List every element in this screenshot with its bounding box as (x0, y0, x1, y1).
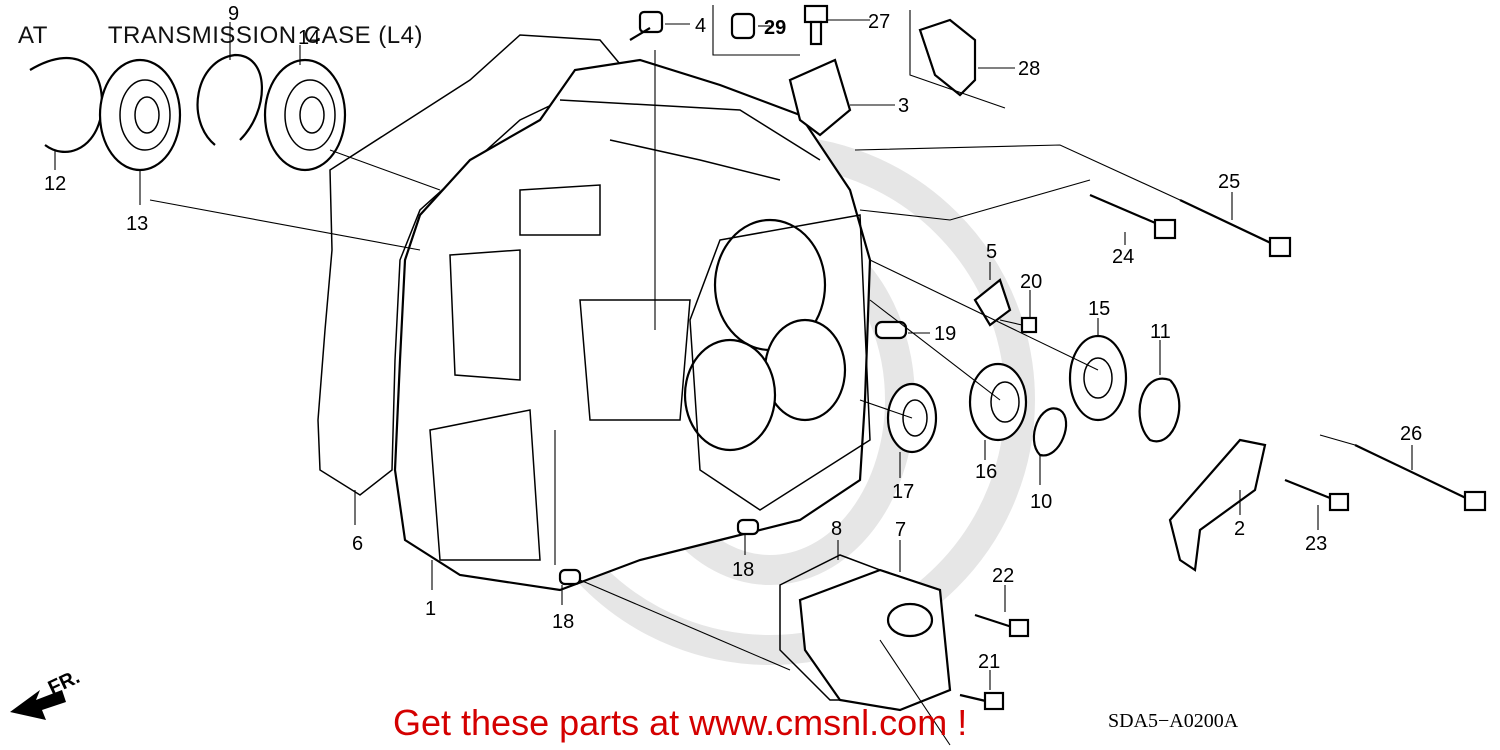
callout-26: 26 (1400, 423, 1422, 445)
callout-3: 3 (898, 95, 909, 117)
callout-23: 23 (1305, 533, 1327, 555)
bearing-15 (1068, 334, 1128, 422)
dowel-18b (736, 518, 760, 536)
callout-21: 21 (978, 651, 1000, 673)
transmission-case (393, 58, 872, 592)
bolt-20 (999, 316, 1038, 334)
gasket-outline (317, 34, 627, 496)
dowel-19 (874, 320, 908, 340)
breather-4 (629, 10, 664, 41)
callout-7: 7 (895, 519, 906, 541)
callout-8: 8 (831, 518, 842, 540)
callout-11: 11 (1150, 321, 1171, 343)
callout-22: 22 (992, 565, 1014, 587)
bearing-13 (98, 58, 182, 172)
callout-6: 6 (352, 533, 363, 555)
callout-14: 14 (298, 27, 320, 49)
diagram-header: AT TRANSMISSION CASE (L4) (18, 22, 423, 50)
bolt-26 (1354, 444, 1487, 512)
callout-labels: 1 2 3 4 5 6 7 8 9 10 11 12 13 14 15 16 1… (44, 3, 1422, 673)
promo-banner: Get these parts at www.cmsnl.com ! (393, 702, 968, 743)
callout-18b: 18 (552, 611, 574, 633)
diagram-code: SDA5−A0200A (1108, 710, 1239, 732)
header-title: TRANSMISSION CASE (L4) (107, 22, 423, 49)
bolt-22 (974, 613, 1030, 638)
callout-29: 29 (764, 17, 786, 39)
leader-lines (54, 5, 1413, 746)
callout-10: 10 (1030, 491, 1052, 513)
callout-1: 1 (425, 598, 436, 620)
bracket-3 (788, 58, 852, 137)
ring-10 (1032, 407, 1068, 457)
bracket-5 (973, 278, 1012, 327)
bracket-28 (918, 18, 977, 97)
bearing-14 (263, 58, 347, 172)
cover-7 (798, 568, 952, 712)
bolt-24 (1089, 193, 1177, 240)
callout-12: 12 (44, 173, 66, 195)
callout-20: 20 (1020, 271, 1042, 293)
bolt-21 (959, 691, 1005, 711)
callout-16: 16 (975, 461, 997, 483)
callout-28: 28 (1018, 58, 1040, 80)
dowel-18a (558, 568, 582, 586)
ring-12 (29, 57, 103, 153)
callout-24: 24 (1112, 246, 1134, 268)
callout-25: 25 (1218, 171, 1240, 193)
bolt-23 (1284, 478, 1350, 512)
callout-15: 15 (1088, 298, 1110, 320)
bolt-27 (803, 4, 829, 46)
callout-18a: 18 (732, 559, 754, 581)
callout-4: 4 (695, 15, 706, 37)
bolt-25 (1179, 199, 1292, 258)
callout-2: 2 (1234, 518, 1245, 540)
callout-17: 17 (892, 481, 914, 503)
header-prefix: AT (18, 22, 48, 49)
callout-5: 5 (986, 241, 997, 263)
callout-19: 19 (934, 323, 956, 345)
callout-9: 9 (228, 3, 239, 25)
ring-9 (196, 53, 263, 146)
ring-11 (1138, 377, 1181, 443)
cap-29 (730, 12, 756, 40)
bearing-16 (968, 362, 1028, 442)
callout-13: 13 (126, 213, 148, 235)
callout-27: 27 (868, 11, 890, 33)
bracket-2 (1168, 438, 1267, 572)
front-arrow-icon (10, 690, 66, 720)
